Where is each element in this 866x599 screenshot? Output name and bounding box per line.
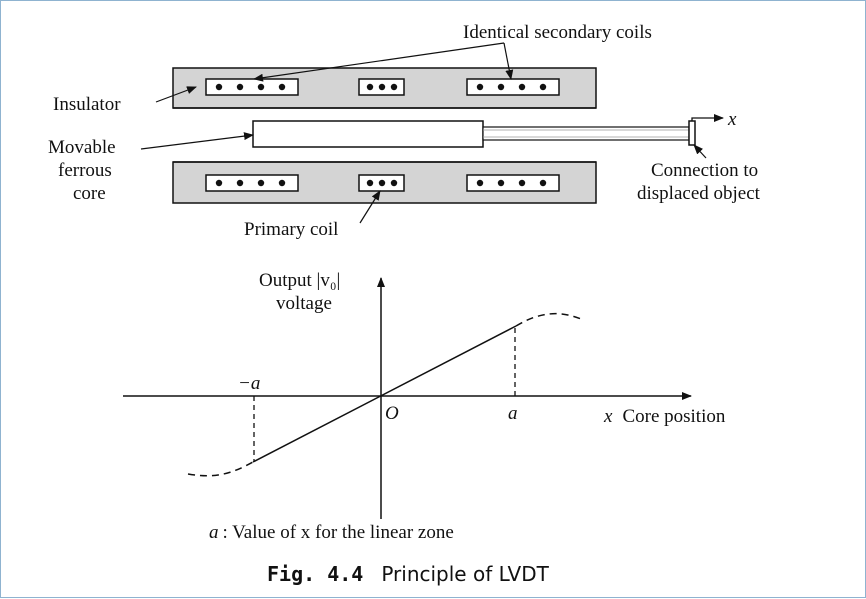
pos-a-label: a bbox=[508, 403, 518, 424]
note-var: a bbox=[209, 522, 219, 543]
primary-coil-label: Primary coil bbox=[244, 219, 338, 240]
insulator-label: Insulator bbox=[53, 94, 121, 115]
figure-caption: Fig. 4.4 Principle of LVDT bbox=[267, 562, 550, 586]
lvdt-assembly bbox=[172, 67, 724, 204]
figure-title: Principle of LVDT bbox=[381, 562, 549, 586]
connecting-rod bbox=[482, 126, 690, 141]
movable-ferrous-core bbox=[252, 120, 484, 148]
rod-end-cap bbox=[688, 120, 696, 146]
upper-primary-coil bbox=[358, 78, 405, 96]
x-axis-label: x Core position bbox=[603, 406, 726, 427]
connection-label-2: displaced object bbox=[637, 183, 761, 204]
output-voltage-label-2: voltage bbox=[276, 293, 332, 314]
movable-core-label-3: core bbox=[73, 183, 106, 204]
origin-label: O bbox=[385, 403, 399, 424]
note-text: : Value of x for the linear zone bbox=[223, 522, 454, 543]
lower-primary-coil bbox=[358, 174, 405, 192]
upper-left-secondary-coil bbox=[205, 78, 299, 96]
figure-number: Fig. 4.4 bbox=[267, 562, 363, 586]
upper-right-secondary-coil bbox=[466, 78, 560, 96]
lower-left-secondary-coil bbox=[205, 174, 299, 192]
x-axis-text: Core position bbox=[622, 406, 725, 427]
secondary-coils-label: Identical secondary coils bbox=[463, 22, 652, 43]
neg-a-label: −a bbox=[238, 373, 260, 394]
movable-core-label-2: ferrous bbox=[58, 160, 112, 181]
x-axis-var: x bbox=[603, 406, 613, 427]
linear-response-line bbox=[252, 325, 517, 463]
x-arrow-label: x bbox=[727, 109, 737, 130]
leader-lines bbox=[140, 42, 707, 224]
lower-right-secondary-coil bbox=[466, 174, 560, 192]
saturation-curve-negative bbox=[187, 461, 254, 477]
output-graph bbox=[123, 277, 692, 519]
output-voltage-label-1: Output |v₀| bbox=[259, 270, 340, 291]
connection-label-1: Connection to bbox=[651, 160, 758, 181]
saturation-curve-positive bbox=[515, 312, 582, 327]
x-direction-arrow bbox=[691, 114, 724, 122]
linear-zone-note: a : Value of x for the linear zone bbox=[209, 522, 454, 543]
movable-core-label-1: Movable bbox=[48, 137, 116, 158]
